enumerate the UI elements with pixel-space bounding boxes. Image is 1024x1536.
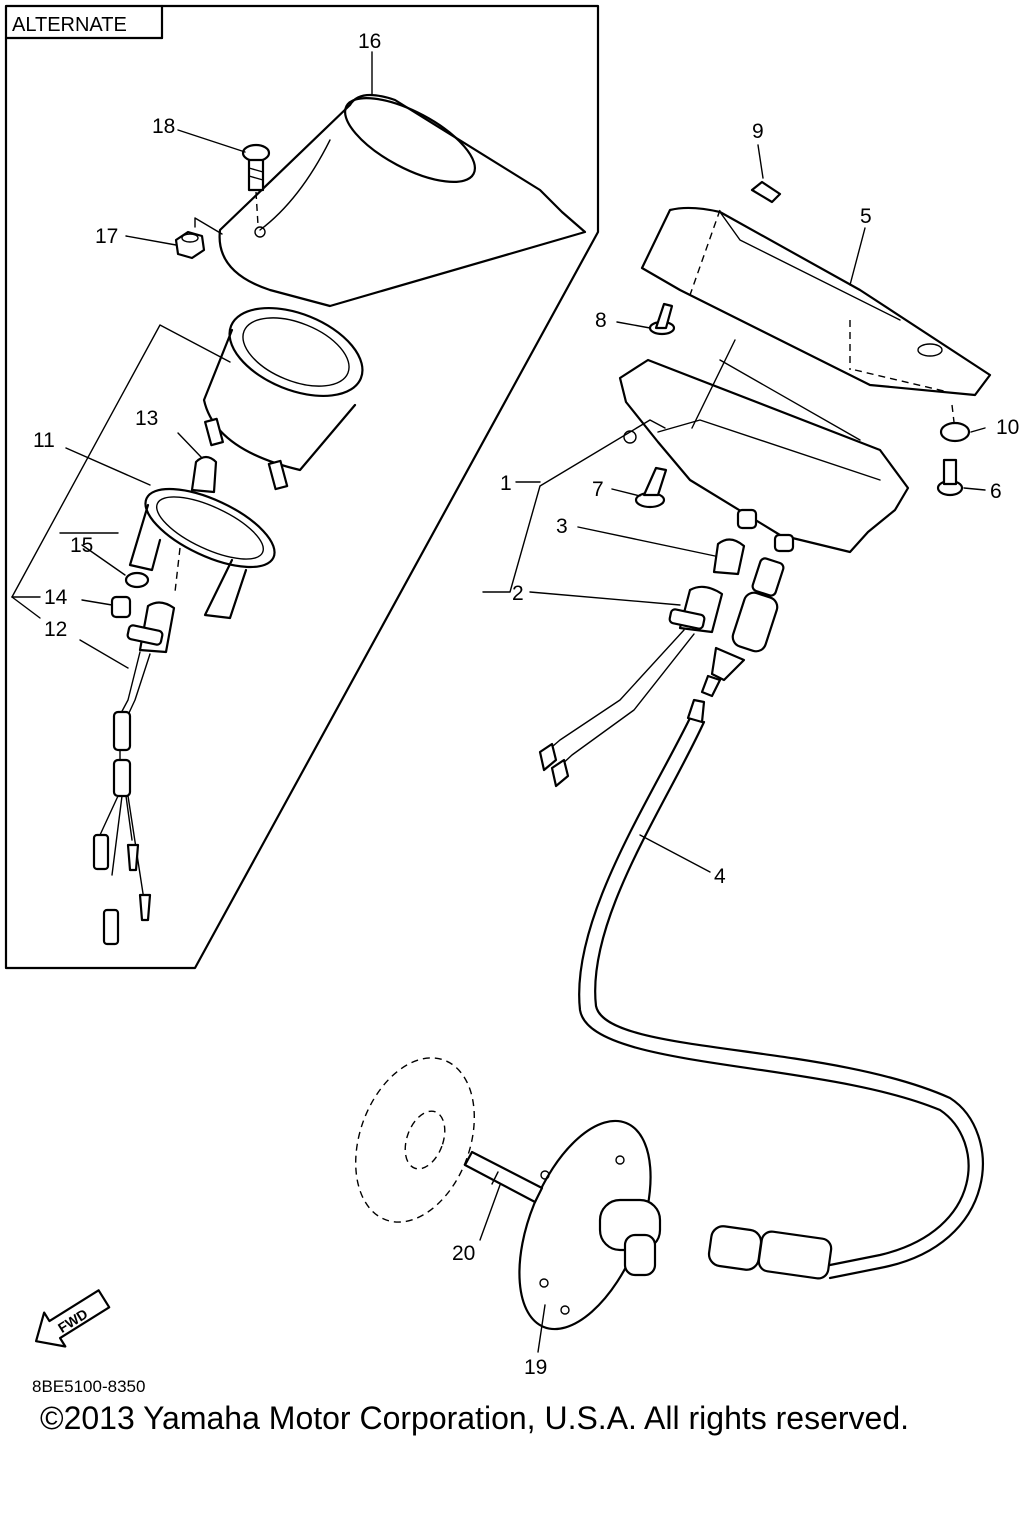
socket-2 (538, 585, 724, 788)
clip-9 (750, 144, 782, 204)
gauge-body-alternate (202, 306, 364, 491)
part-label-13: 13 (135, 407, 158, 430)
part-label-6: 6 (990, 480, 1002, 503)
part-label-20: 20 (452, 1242, 475, 1265)
screw-18 (241, 143, 271, 226)
meter-assembly-1 (618, 339, 910, 554)
alternate-inset-frame: ALTERNATE (4, 4, 600, 970)
assembly-bracket-alternate (11, 51, 373, 669)
part-label-12: 12 (44, 618, 67, 641)
part-label-18: 18 (152, 115, 175, 138)
harness-12 (92, 601, 176, 946)
part-label-16: 16 (358, 30, 381, 53)
bracket-11 (128, 487, 276, 620)
screw-7 (634, 466, 668, 509)
part-label-15: 15 (70, 534, 93, 557)
part-label-3: 3 (556, 515, 568, 538)
part-label-9: 9 (752, 120, 764, 143)
part-label-17: 17 (95, 225, 118, 248)
screw-6 (936, 458, 964, 497)
catalog-code: 8BE5100-8350 (32, 1377, 146, 1396)
grommet-15 (124, 571, 150, 589)
part-label-5: 5 (860, 205, 872, 228)
part-label-10: 10 (996, 416, 1019, 439)
cable-coupling-top (700, 557, 785, 698)
visor-cone-part (218, 93, 587, 308)
drive-unit-19 (355, 1057, 662, 1331)
bulb-3 (712, 538, 746, 576)
meter-cover-5 (640, 206, 992, 397)
copyright-notice: ©2013 Yamaha Motor Corporation, U.S.A. A… (40, 1400, 910, 1436)
part-label-2: 2 (512, 582, 524, 605)
bulb-13 (177, 432, 218, 494)
fwd-arrow-icon: FWD (34, 1289, 111, 1348)
part-label-19: 19 (524, 1356, 547, 1379)
washer-10 (939, 404, 971, 443)
speedometer-cable-4 (578, 698, 984, 1280)
drive-shaft-20 (463, 1150, 544, 1204)
nut-17 (174, 217, 223, 260)
part-number-labels: 16 18 17 13 11 15 14 12 9 5 8 10 1 7 6 3… (33, 30, 1019, 1379)
part-label-11: 11 (33, 429, 55, 452)
screw-8 (648, 302, 676, 336)
part-label-4: 4 (714, 865, 726, 888)
part-label-1: 1 (500, 472, 512, 495)
alternate-label: ALTERNATE (12, 14, 127, 36)
grommet-14 (110, 595, 132, 619)
part-label-7: 7 (592, 478, 604, 501)
leader-lines (479, 227, 986, 1353)
part-label-8: 8 (595, 309, 607, 332)
part-label-14: 14 (44, 586, 68, 609)
